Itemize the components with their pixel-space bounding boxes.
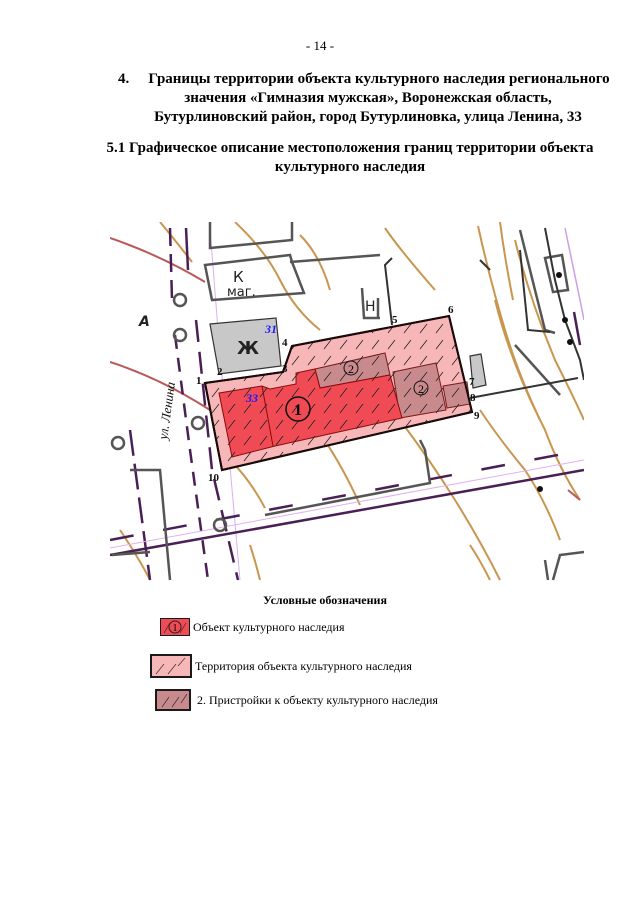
- object-marker: 1: [294, 402, 302, 419]
- section-4-heading: 4. Границы территории объекта культурног…: [118, 70, 618, 127]
- legend-label-object: Объект культурного наследия: [193, 619, 345, 634]
- point-4: 4: [282, 337, 288, 349]
- lenina-street: [128, 227, 240, 581]
- label-zh: Ж: [237, 338, 259, 359]
- point-6: 6: [448, 304, 454, 316]
- house-number-31: 31: [264, 322, 277, 336]
- neighbor-building-31: [209, 317, 282, 375]
- label-k: К: [233, 268, 244, 286]
- point-5: 5: [392, 314, 398, 326]
- page-number: - 14 -: [305, 38, 335, 53]
- section-5-1-heading: 5.1 Графическое описание местоположения …: [100, 139, 600, 177]
- label-n: Н: [365, 299, 376, 315]
- section-5-1-line-1: 5.1 Графическое описание местоположения …: [106, 140, 594, 156]
- section-4-line-2: значения «Гимназия мужская», Воронежская…: [184, 90, 552, 106]
- legend-label-territory: Территория объекта культурного наследия: [195, 658, 412, 673]
- legend-item-annex: 2. Пристройки к объекту культурного насл…: [155, 689, 438, 711]
- section-4-number: 4.: [118, 71, 130, 87]
- label-a: А: [138, 314, 150, 330]
- section-4-line-1: Границы территории объекта культурного н…: [148, 71, 610, 87]
- point-2: 2: [217, 366, 223, 378]
- point-7: 7: [469, 376, 475, 388]
- section-5-1-line-2: культурного наследия: [274, 159, 426, 175]
- legend-swatch-annex: [155, 689, 191, 711]
- section-4-line-3: Бутурлиновский район, город Бутурлиновка…: [154, 109, 582, 125]
- label-mag: маг.: [227, 285, 256, 300]
- legend-item-territory: Территория объекта культурного наследия: [150, 654, 412, 678]
- annex-marker-2: 2: [418, 382, 424, 396]
- legend-item-object: 1 Объект культурного наследия: [160, 618, 344, 636]
- svg-text:1: 1: [173, 623, 178, 634]
- point-8: 8: [470, 392, 476, 404]
- legend-swatch-territory: [150, 654, 192, 678]
- legend-label-annex: 2. Пристройки к объекту культурного насл…: [197, 692, 438, 707]
- point-1: 1: [196, 375, 202, 387]
- annex-marker-1: 2: [348, 362, 354, 376]
- legend-swatch-object: 1: [160, 618, 190, 636]
- point-10: 10: [208, 472, 220, 484]
- site-plan-map: 1 2 2 31 33 Ж К маг. Н А ул. Ленина 1 2 …: [110, 222, 584, 582]
- lower-road: [110, 448, 584, 557]
- legend-title: Условные обозначения: [263, 593, 387, 607]
- point-9: 9: [474, 410, 480, 422]
- house-number-33: 33: [245, 391, 258, 405]
- point-3: 3: [282, 363, 288, 375]
